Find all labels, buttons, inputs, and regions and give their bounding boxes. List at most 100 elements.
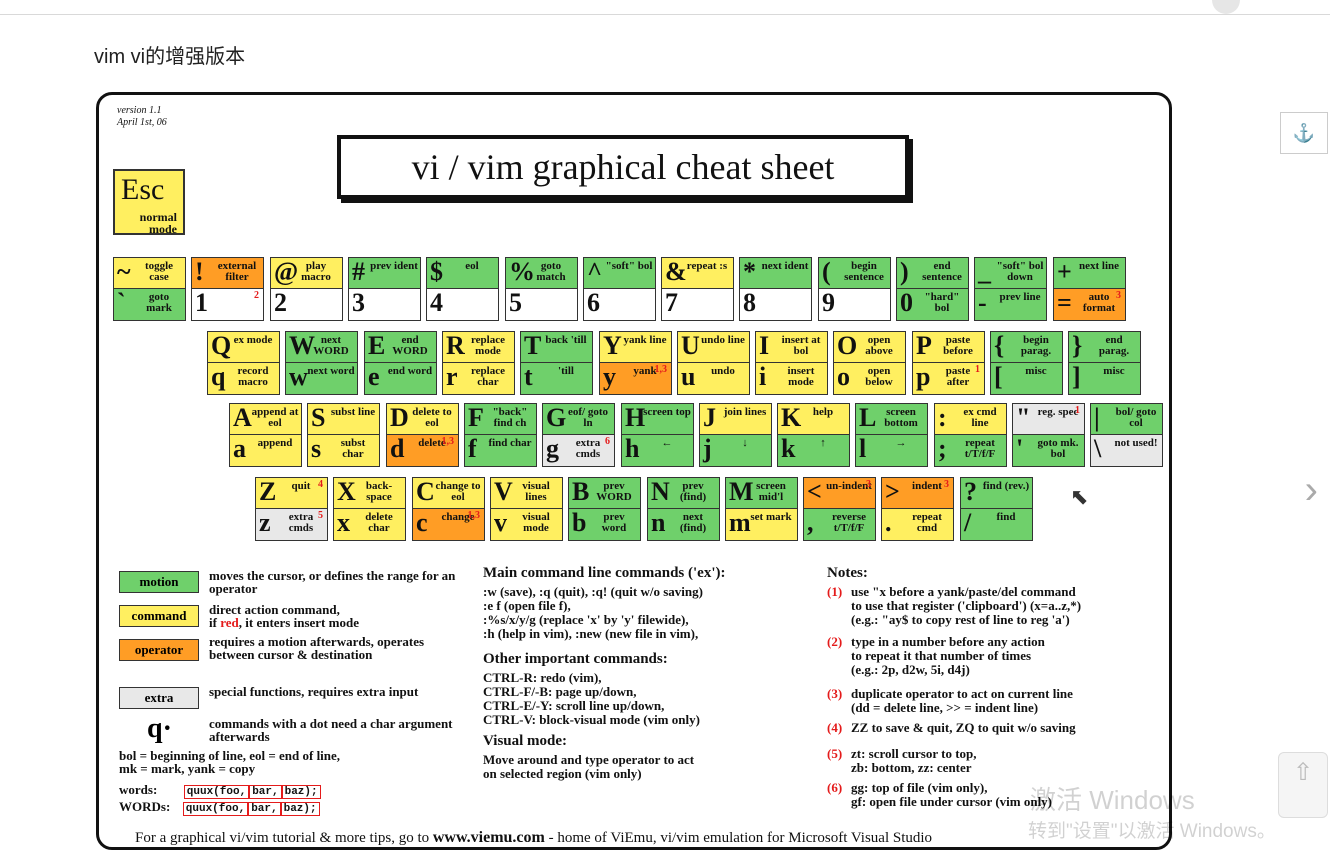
key-desc: repeat cmd	[912, 511, 942, 534]
visual-title: Visual mode:	[483, 733, 568, 749]
note-number: (6)	[827, 780, 843, 795]
key-glyph: o	[837, 363, 850, 391]
note-number: (3)	[827, 686, 843, 701]
key-desc: end word	[387, 365, 433, 377]
note-text: gg: top of file (vim only), gf: open fil…	[851, 780, 1053, 809]
avatar[interactable]	[1212, 0, 1240, 14]
next-arrow-icon[interactable]: ›	[1304, 468, 1318, 512]
key-desc: un-indent	[826, 480, 872, 492]
key-top-half: *next ident	[740, 258, 811, 289]
key-desc: end sentence	[922, 260, 962, 283]
key-desc: help	[812, 406, 834, 418]
key-desc: prev ident	[370, 260, 418, 272]
key-glyph: "	[1016, 404, 1031, 432]
key-glyph: Z	[259, 478, 277, 506]
key-bot-half: j↓	[700, 435, 771, 466]
legend-command-swatch: command	[119, 605, 199, 627]
key-glyph: '	[1016, 435, 1024, 463]
key-glyph: `	[117, 289, 126, 317]
key-desc: back-space	[365, 480, 393, 503]
key-glyph: L	[859, 404, 877, 432]
key-desc: reverse t/T/f/F	[832, 511, 866, 534]
key-desc: quit	[291, 480, 311, 492]
key-glyph: R	[446, 332, 465, 360]
activation-watermark: 激活 Windows	[1030, 785, 1195, 815]
key-glyph: {	[994, 332, 1005, 360]
note-number: (4)	[827, 720, 843, 735]
key-desc: ↑	[820, 437, 826, 449]
key-glyph: X	[337, 478, 356, 506]
key-note-ref: 1,3	[654, 364, 668, 375]
key-glyph: &	[665, 258, 687, 286]
key-glyph: =	[1057, 289, 1072, 317]
key-bot-half: 7	[662, 289, 733, 320]
key-desc: goto mark	[146, 291, 172, 314]
key-bot-half: ;repeat t/T/f/F	[935, 435, 1006, 466]
key-desc: bol/ goto col	[1115, 406, 1157, 429]
key-bot-half: 4	[427, 289, 498, 320]
key-desc: begin parag.	[1020, 334, 1052, 357]
key-glyph: .	[885, 509, 892, 537]
key-glyph: ~	[117, 258, 131, 286]
key-top-half: (begin sentence	[819, 258, 890, 289]
key-desc: yank	[633, 365, 657, 377]
main-cmds-text: :w (save), :q (quit), :q! (quit w/o savi…	[483, 584, 703, 641]
key-top-half: &repeat :s	[662, 258, 733, 289]
key-bot-half: 0"hard" bol	[897, 289, 968, 320]
key-glyph: K	[781, 404, 802, 432]
anchor-icon[interactable]: ⚓	[1280, 112, 1328, 154]
key-bot-half: 9	[819, 289, 890, 320]
key-top-half: $eol	[427, 258, 498, 289]
key-bot-half: ]misc	[1069, 363, 1140, 394]
key-glyph: g	[546, 435, 559, 463]
key-bot-half: 3	[349, 289, 420, 320]
key-top-half: %goto match	[506, 258, 577, 289]
key-bot-half: . repeat cmd	[882, 509, 953, 540]
note-text: zt: scroll cursor to top, zb: bottom, zz…	[851, 746, 977, 775]
key-note-ref: 1	[975, 364, 980, 375]
key-desc: prev WORD	[596, 480, 632, 503]
back-to-top-icon[interactable]: ⇧	[1278, 752, 1328, 818]
key-desc: screen top	[643, 406, 691, 418]
key-desc: ex mode	[233, 334, 273, 346]
key-2-9: :ex cmd line;repeat t/T/f/F	[934, 403, 1007, 467]
key-glyph: %	[509, 258, 535, 286]
key-desc: end parag.	[1098, 334, 1130, 357]
key-glyph: \	[1094, 435, 1102, 463]
key-glyph: :	[938, 404, 947, 432]
key-glyph: B	[572, 478, 590, 506]
key-top-half: |bol/ goto col	[1091, 404, 1162, 435]
key-note-ref: 1,3	[467, 510, 481, 521]
key-bot-half: \not used!	[1091, 435, 1162, 466]
key-desc: change to eol	[435, 480, 481, 503]
key-desc: replace char	[470, 365, 505, 388]
key-desc: 'till	[558, 365, 574, 377]
notes-title: Notes:	[827, 565, 868, 581]
key-glyph: z	[259, 509, 271, 537]
key-desc: →	[895, 437, 907, 449]
key-glyph: f	[468, 435, 477, 463]
key-desc: join lines	[723, 406, 767, 418]
key-bot-half: [misc	[991, 363, 1062, 394]
version-label: version 1.1 April 1st, 06	[117, 105, 167, 128]
key-note-ref: 3	[1116, 290, 1121, 301]
